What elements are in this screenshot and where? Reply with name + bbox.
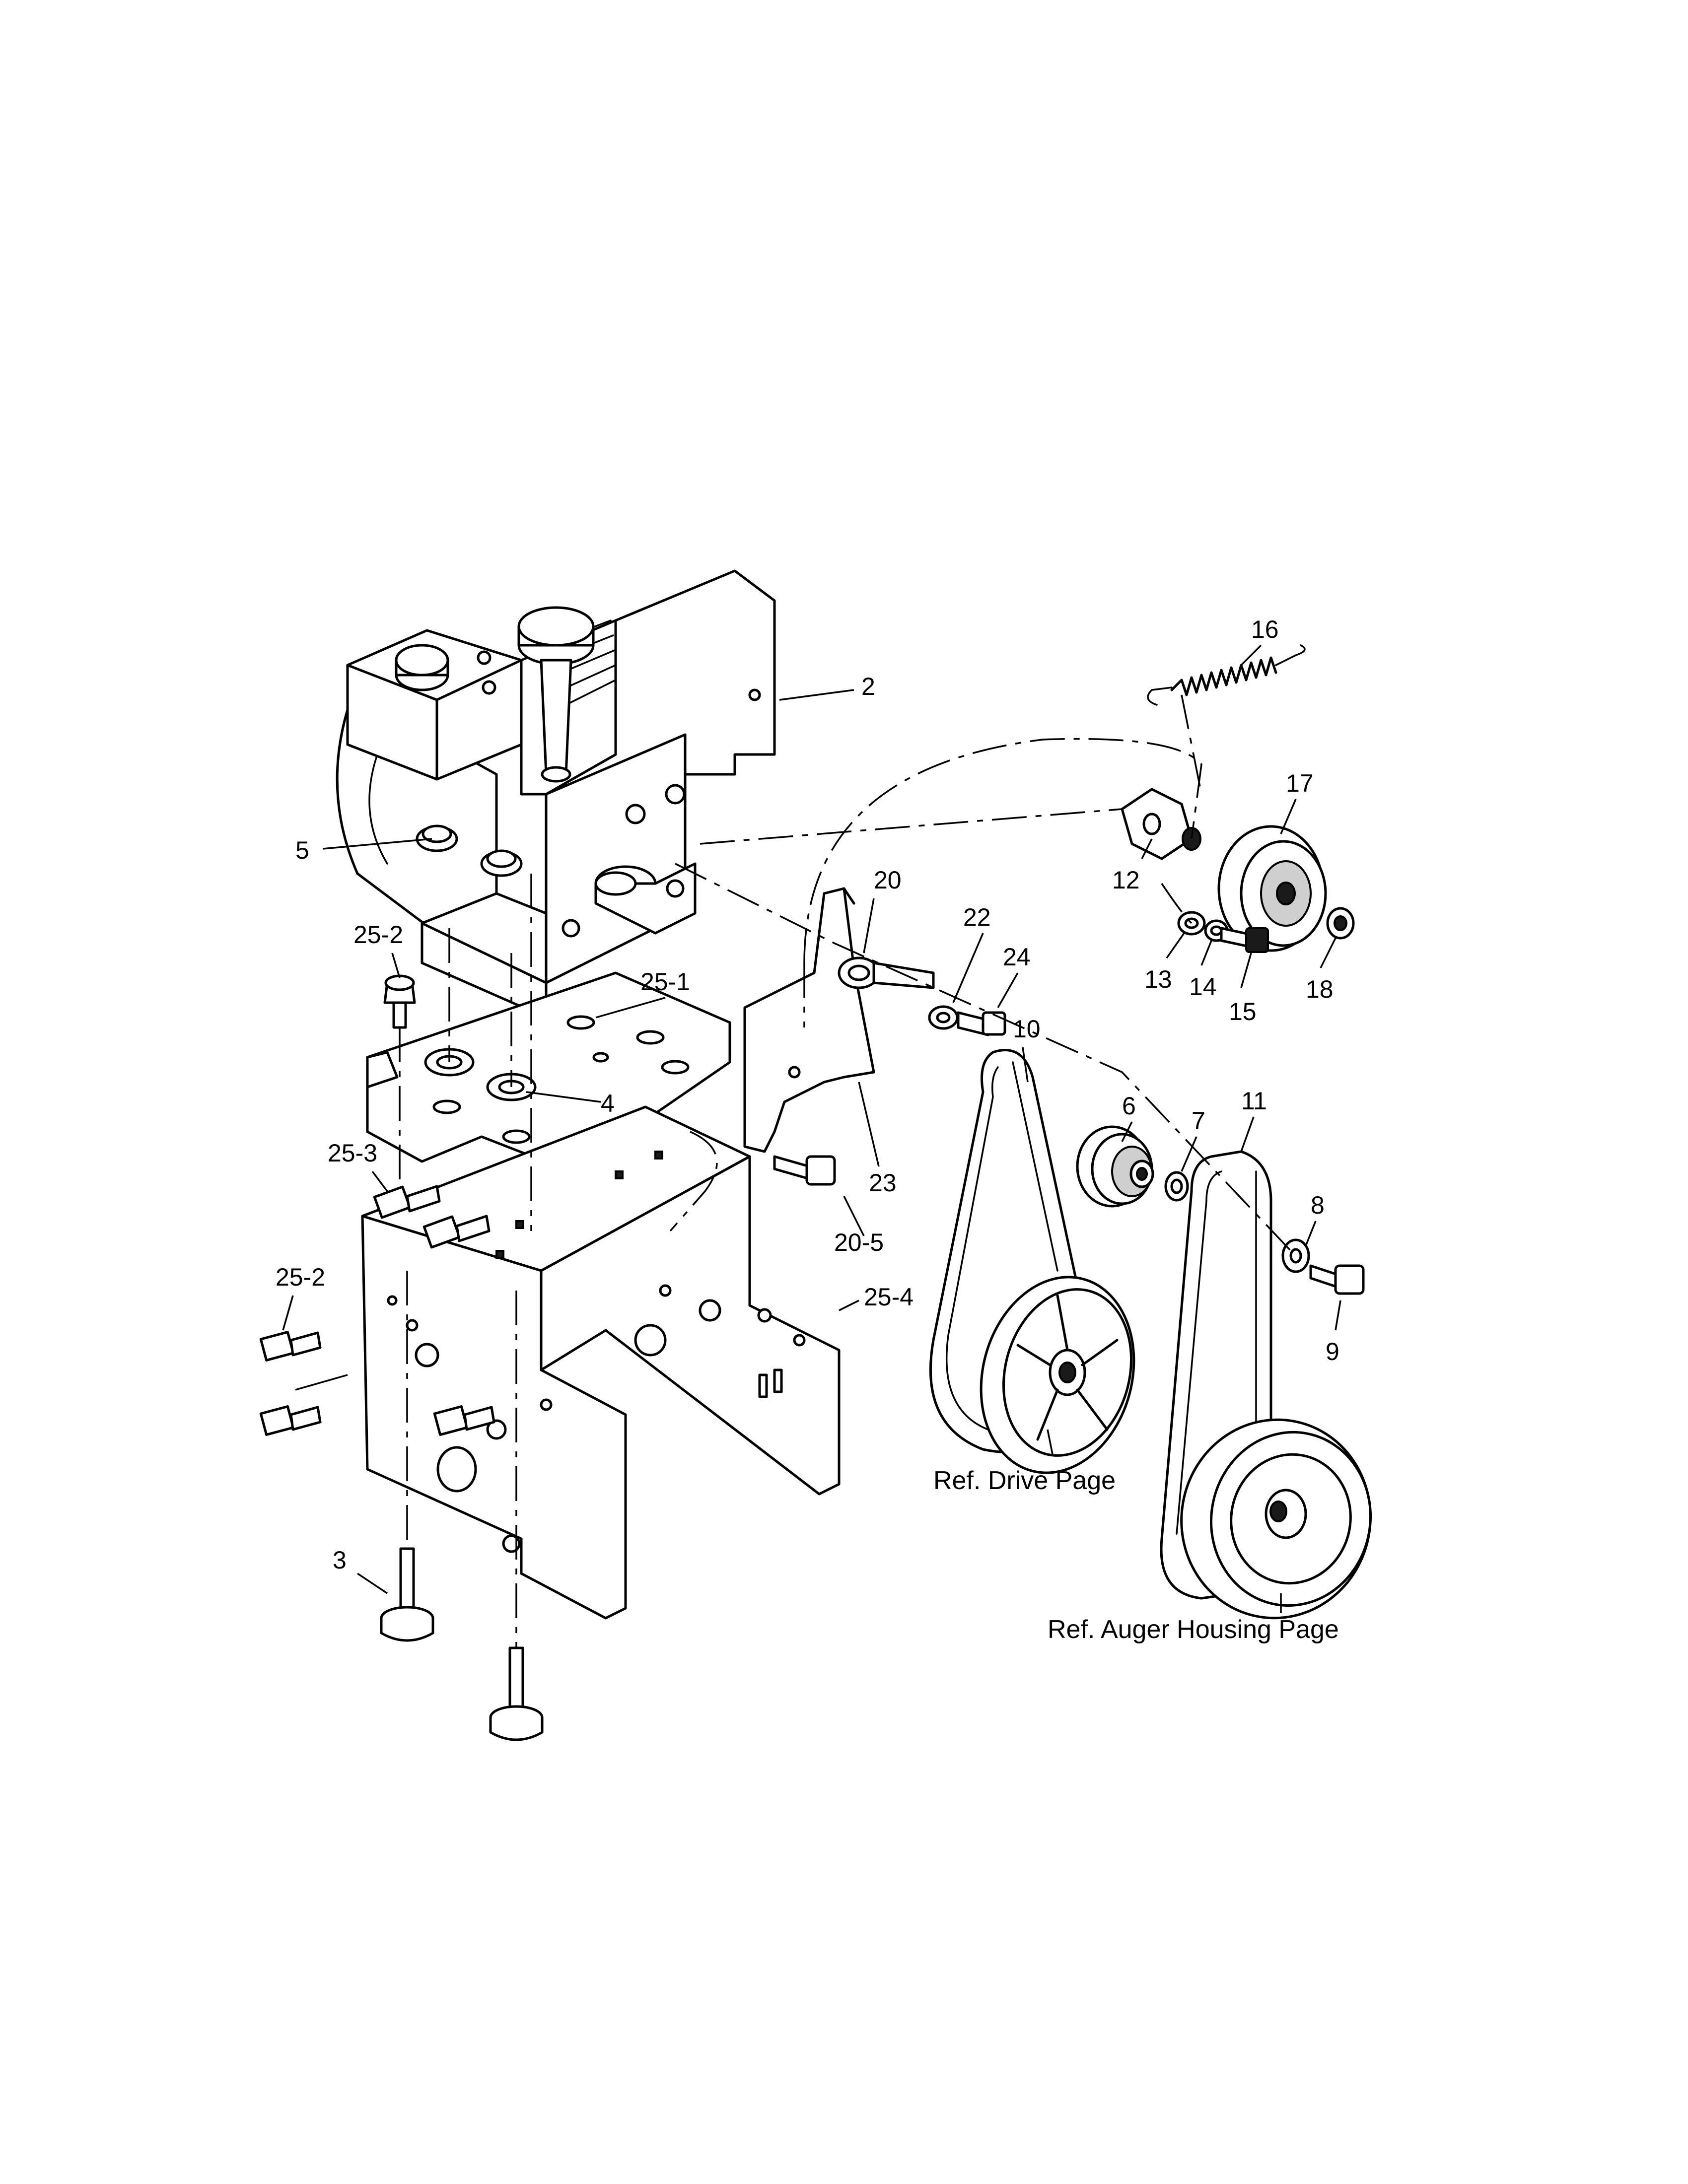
label-14: 14	[1189, 973, 1217, 1001]
drive-pulley	[980, 1276, 1135, 1474]
part-labels: 2 5 25-2 25-1 4 25-3 25-2 25-4 3 20 22 2…	[276, 615, 1339, 1574]
label-11: 11	[1241, 1087, 1267, 1115]
label-20: 20	[874, 866, 902, 894]
spacer-7	[1164, 1171, 1189, 1202]
label-24: 24	[1003, 943, 1031, 971]
label-15: 15	[1229, 998, 1257, 1025]
label-10: 10	[1013, 1015, 1041, 1043]
label-6: 6	[1122, 1092, 1136, 1120]
carriage-bolts-3	[380, 1547, 544, 1741]
bolt-25-2-top	[383, 974, 416, 1029]
label-16: 16	[1251, 615, 1279, 643]
idler-bracket	[743, 887, 875, 1153]
label-3: 3	[333, 1546, 347, 1574]
label-5: 5	[295, 836, 309, 864]
bolts-25-2-side	[259, 1331, 495, 1436]
label-7: 7	[1192, 1107, 1205, 1135]
label-25-3: 25-3	[328, 1139, 377, 1167]
engine-pulley-6	[1076, 1125, 1154, 1208]
label-12: 12	[1112, 866, 1140, 894]
label-25-2-top: 25-2	[353, 921, 403, 949]
auger-pulley	[1180, 1418, 1372, 1620]
label-18: 18	[1306, 975, 1334, 1003]
bolt-9	[1309, 1264, 1365, 1295]
ref-drive-page: Ref. Drive Page	[933, 1466, 1116, 1495]
assembly-center-lines	[399, 694, 1292, 1648]
label-8: 8	[1311, 1191, 1325, 1219]
washer-22-bolt-24	[928, 1005, 1006, 1036]
spring-16	[1147, 644, 1306, 706]
bolts-25-3	[373, 1185, 491, 1249]
label-25-4: 25-4	[864, 1283, 914, 1311]
frame-assembly	[361, 1105, 841, 1620]
label-20-5: 20-5	[834, 1228, 884, 1256]
label-9: 9	[1326, 1338, 1339, 1365]
label-2: 2	[861, 673, 875, 700]
bolt-20-5	[773, 1155, 836, 1186]
label-4: 4	[601, 1090, 615, 1117]
label-22: 22	[963, 903, 991, 931]
leader-lines	[282, 644, 1341, 1613]
reference-labels: Ref. Drive Page Ref. Auger Housing Page	[933, 1466, 1339, 1644]
label-17: 17	[1286, 769, 1314, 797]
ref-auger-housing-page: Ref. Auger Housing Page	[1048, 1615, 1339, 1644]
label-25-2-side: 25-2	[276, 1263, 325, 1291]
label-13: 13	[1144, 965, 1172, 993]
idler-arm-20	[838, 956, 935, 989]
engine-assembly	[336, 569, 776, 1019]
washer-8	[1281, 1238, 1310, 1273]
label-23: 23	[869, 1169, 897, 1197]
idler-pulley-assembly	[1121, 788, 1355, 953]
label-25-1: 25-1	[640, 968, 690, 996]
